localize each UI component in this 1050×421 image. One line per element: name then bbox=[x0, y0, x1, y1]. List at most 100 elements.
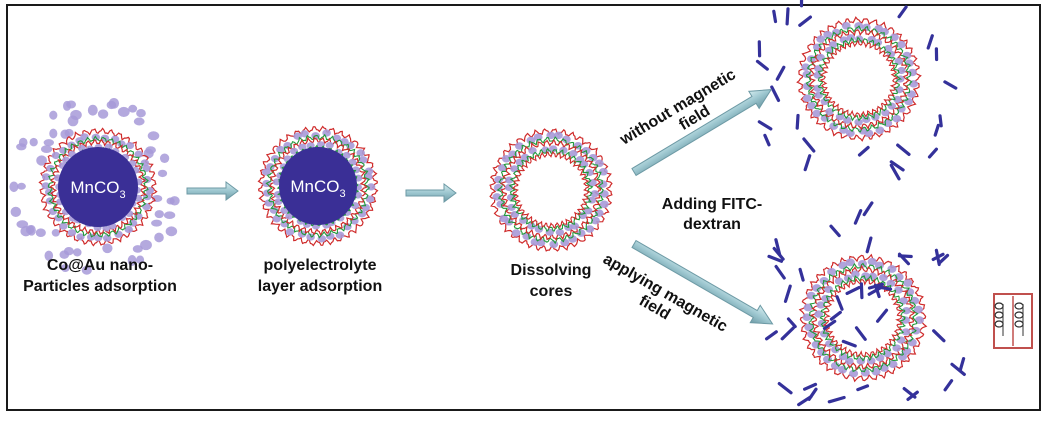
nanoparticle bbox=[901, 316, 910, 324]
nanoparticle bbox=[262, 168, 271, 176]
nanoparticle bbox=[166, 197, 175, 205]
nanoparticle bbox=[81, 265, 92, 275]
polymer-layer bbox=[49, 138, 148, 237]
nanoparticle bbox=[325, 141, 334, 149]
nanoparticle bbox=[510, 165, 519, 173]
capsule-layer-adsorption: MnCO3 bbox=[257, 125, 379, 247]
encapsulated-dextran bbox=[822, 282, 893, 348]
dextran-molecule bbox=[757, 120, 773, 131]
nanoparticle bbox=[59, 222, 68, 230]
dextran-molecule bbox=[835, 295, 844, 311]
nanoparticle bbox=[561, 135, 571, 144]
nanoparticle bbox=[20, 226, 32, 237]
nanoparticle bbox=[579, 160, 589, 168]
nanoparticle bbox=[801, 63, 811, 71]
nanoparticle bbox=[830, 361, 840, 370]
nanoparticle bbox=[520, 153, 530, 161]
nanoparticle bbox=[568, 235, 578, 243]
dextran-molecule bbox=[777, 382, 793, 395]
mnco3-core bbox=[279, 147, 357, 225]
nanoparticle bbox=[102, 243, 113, 254]
step-3-label-line1: Dissolving bbox=[511, 262, 592, 279]
nanoparticle bbox=[106, 100, 117, 110]
nanoparticle bbox=[124, 225, 133, 234]
nanoparticle bbox=[868, 272, 878, 280]
nanoparticle bbox=[358, 156, 368, 164]
dextran-molecule bbox=[827, 395, 846, 404]
nanoparticle bbox=[894, 57, 903, 65]
step-1-label-line1: Co@Au nano- bbox=[47, 257, 153, 274]
nanoparticle bbox=[553, 131, 563, 140]
dextran-molecule bbox=[785, 7, 790, 26]
nanoparticle bbox=[298, 143, 307, 151]
dextran-molecule bbox=[798, 15, 813, 27]
nanoparticle bbox=[59, 146, 68, 154]
capsule-nanoparticle-adsorption: MnCO3 bbox=[9, 97, 180, 275]
nanoparticle bbox=[54, 214, 63, 222]
nanoparticle bbox=[35, 228, 46, 237]
diagram-frame bbox=[6, 4, 1041, 411]
dextran-molecule bbox=[875, 308, 889, 323]
polymer-layer bbox=[268, 136, 368, 236]
nanoparticle bbox=[48, 207, 58, 216]
nanoparticle bbox=[519, 216, 528, 224]
dextran-molecule bbox=[764, 330, 778, 341]
nanoparticle bbox=[18, 137, 28, 148]
nanoparticle bbox=[342, 151, 351, 159]
nanoparticle bbox=[913, 305, 923, 314]
nanoparticle bbox=[584, 207, 593, 215]
nanoparticle bbox=[44, 250, 54, 261]
nanoparticle bbox=[851, 270, 860, 278]
dextran-molecule bbox=[943, 80, 958, 90]
nanoparticle bbox=[504, 183, 514, 192]
nanoparticle bbox=[886, 279, 896, 288]
dextran-molecule bbox=[770, 85, 781, 103]
nanoparticle bbox=[41, 182, 50, 190]
nanoparticle bbox=[845, 258, 855, 267]
dextran-molecule bbox=[950, 362, 966, 376]
nanoparticle bbox=[36, 155, 47, 166]
nanoparticle bbox=[263, 189, 272, 197]
polymer-layer bbox=[508, 147, 594, 232]
dextran-molecule bbox=[795, 113, 800, 130]
arrow-step-1 bbox=[186, 181, 239, 201]
dextran-molecule bbox=[829, 310, 842, 321]
nanoparticle bbox=[879, 274, 888, 282]
dextran-molecule bbox=[933, 123, 940, 137]
nanoparticle bbox=[875, 354, 885, 362]
dextran-molecule bbox=[780, 326, 795, 341]
nanoparticle bbox=[825, 108, 834, 116]
nanoparticle bbox=[598, 180, 608, 188]
nanoparticle bbox=[43, 139, 54, 147]
nanoparticle bbox=[904, 59, 914, 67]
nanoparticle bbox=[591, 216, 600, 225]
polymer-layer bbox=[808, 262, 919, 373]
nanoparticle bbox=[896, 40, 906, 49]
nanoparticle bbox=[510, 210, 520, 218]
nanoparticle bbox=[871, 113, 880, 121]
nanoparticle bbox=[49, 110, 58, 120]
nanoparticle bbox=[549, 145, 558, 153]
nanoparticle bbox=[10, 206, 22, 218]
nanoparticle bbox=[154, 210, 164, 219]
polymer-layer bbox=[499, 139, 602, 241]
nanoparticle bbox=[813, 84, 822, 92]
nanoparticle bbox=[854, 118, 863, 126]
nanoparticle bbox=[127, 255, 137, 266]
nanoparticle bbox=[819, 330, 829, 338]
nanoparticle bbox=[128, 104, 138, 113]
nanoparticle bbox=[828, 41, 838, 49]
nanoparticle bbox=[588, 153, 598, 162]
arrow-step-2 bbox=[405, 183, 457, 203]
nanoparticle bbox=[163, 211, 176, 220]
nanoparticle bbox=[51, 151, 61, 160]
nanoparticle bbox=[530, 238, 540, 246]
dextran-molecule bbox=[841, 339, 857, 348]
polyelectrolyte-shell bbox=[38, 127, 158, 247]
nanoparticle bbox=[888, 360, 898, 369]
dextran-molecule bbox=[798, 267, 805, 282]
nanoparticle bbox=[829, 122, 839, 130]
dextran-molecule bbox=[797, 395, 813, 407]
polymer-layer bbox=[265, 133, 371, 239]
nanoparticle bbox=[9, 181, 19, 193]
